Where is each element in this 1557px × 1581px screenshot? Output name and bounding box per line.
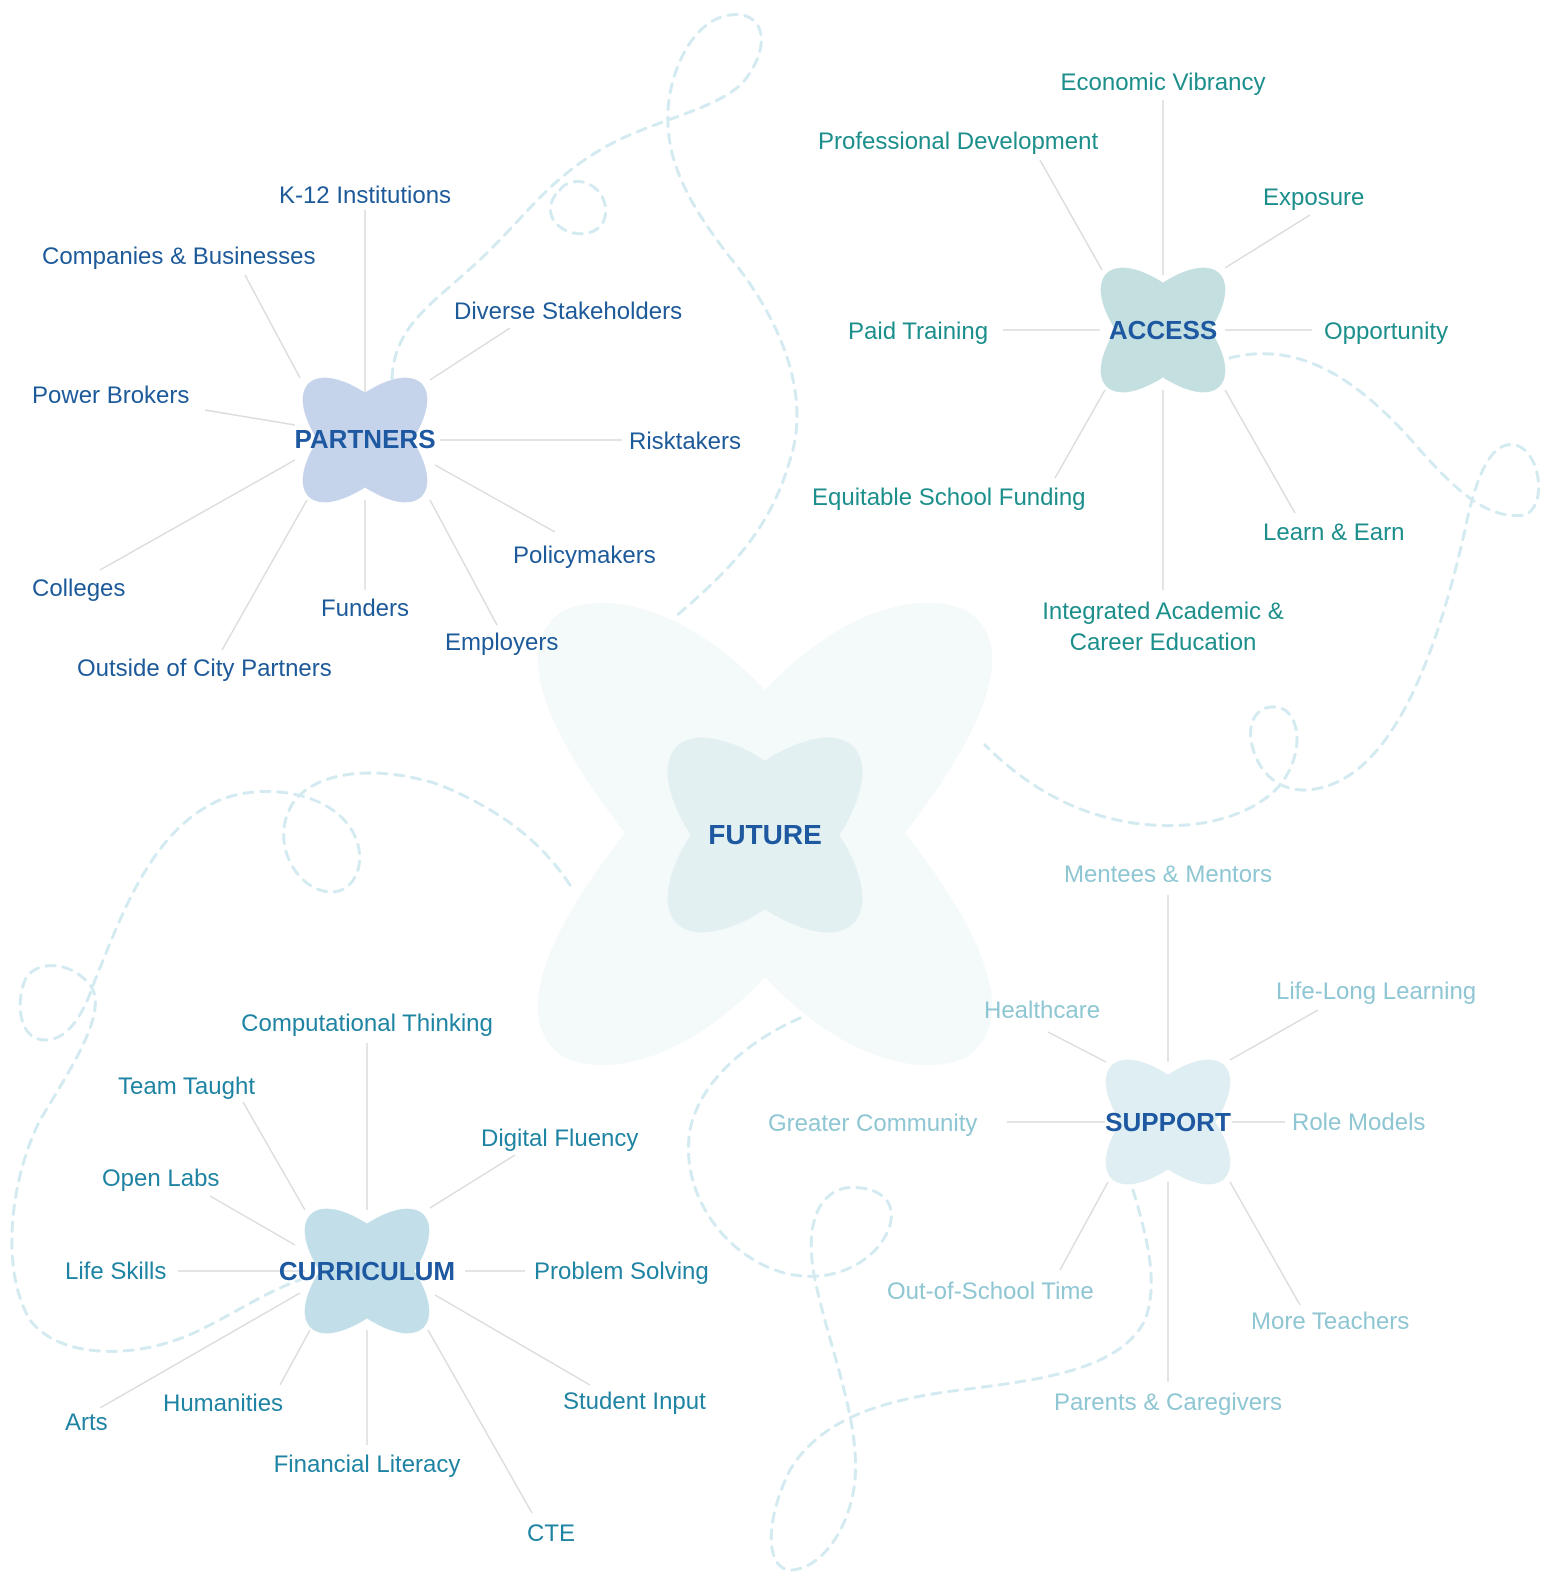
curriculum-item-cte: CTE — [527, 1520, 575, 1547]
partners-labels: K-12 Institutions Companies & Businesses… — [32, 182, 741, 682]
access-item-professional: Professional Development — [818, 128, 1098, 155]
support-item-mentees: Mentees & Mentors — [1064, 861, 1272, 888]
dashed-paths — [10, 12, 1540, 1572]
access-item-economic: Economic Vibrancy — [1061, 69, 1266, 96]
curriculum-item-financial: Financial Literacy — [274, 1451, 461, 1478]
access-item-paid: Paid Training — [848, 318, 988, 345]
dashed-loop-top — [549, 180, 608, 236]
future-hub-shape — [667, 737, 863, 933]
partners-item-k12: K-12 Institutions — [279, 182, 451, 209]
curriculum-labels: Computational Thinking Team Taught Digit… — [65, 1010, 709, 1547]
partners-item-outside: Outside of City Partners — [77, 655, 332, 682]
access-item-opportunity: Opportunity — [1324, 318, 1448, 345]
curriculum-item-humanities: Humanities — [163, 1390, 283, 1417]
partners-item-power: Power Brokers — [32, 382, 189, 409]
future-title: FUTURE — [708, 819, 822, 850]
dashed-path-top — [390, 12, 799, 619]
connectors — [99, 100, 1319, 1514]
partners-item-colleges: Colleges — [32, 575, 125, 602]
dashed-path-right — [983, 352, 1540, 828]
support-item-parents: Parents & Caregivers — [1054, 1389, 1282, 1416]
partners-item-companies: Companies & Businesses — [42, 243, 315, 270]
curriculum-item-team: Team Taught — [118, 1073, 255, 1100]
curriculum-item-lifeskills: Life Skills — [65, 1258, 166, 1285]
support-hub-shape — [1105, 1059, 1231, 1185]
access-labels: Economic Vibrancy Professional Developme… — [812, 69, 1448, 656]
support-item-lifelong: Life-Long Learning — [1276, 978, 1476, 1005]
curriculum-item-digital: Digital Fluency — [481, 1125, 638, 1152]
dashed-path-left — [10, 771, 572, 1353]
partners-item-risktakers: Risktakers — [629, 428, 741, 455]
access-item-integrated-line1: Integrated Academic & — [1042, 598, 1283, 625]
curriculum-item-arts: Arts — [65, 1409, 108, 1436]
access-item-learn: Learn & Earn — [1263, 519, 1404, 546]
support-item-moreteachers: More Teachers — [1251, 1308, 1409, 1335]
partners-title: PARTNERS — [294, 424, 435, 454]
support-item-greater: Greater Community — [768, 1110, 977, 1137]
curriculum-item-problem: Problem Solving — [534, 1258, 709, 1285]
partners-item-funders: Funders — [321, 595, 409, 622]
access-item-equitable: Equitable School Funding — [812, 484, 1086, 511]
curriculum-item-student: Student Input — [563, 1388, 706, 1415]
dashed-path-bottom — [687, 1016, 1153, 1572]
access-hub-shape — [1100, 267, 1226, 393]
curriculum-title: CURRICULUM — [279, 1256, 455, 1286]
access-title: ACCESS — [1109, 315, 1217, 345]
access-item-integrated-line2: Career Education — [1070, 629, 1257, 656]
support-labels: Mentees & Mentors Life-Long Learning Hea… — [768, 861, 1476, 1416]
curriculum-hub-shape — [304, 1208, 430, 1334]
curriculum-item-computational: Computational Thinking — [241, 1010, 493, 1037]
partners-hub-shape — [302, 377, 428, 503]
support-item-outofschool: Out-of-School Time — [887, 1278, 1094, 1305]
support-item-rolemodels: Role Models — [1292, 1109, 1425, 1136]
support-title: SUPPORT — [1105, 1107, 1231, 1137]
access-item-exposure: Exposure — [1263, 184, 1364, 211]
curriculum-item-openlabs: Open Labs — [102, 1165, 219, 1192]
partners-item-employers: Employers — [445, 629, 558, 656]
partners-item-policymakers: Policymakers — [513, 542, 656, 569]
partners-item-diverse: Diverse Stakeholders — [454, 298, 682, 325]
support-item-healthcare: Healthcare — [984, 997, 1100, 1024]
